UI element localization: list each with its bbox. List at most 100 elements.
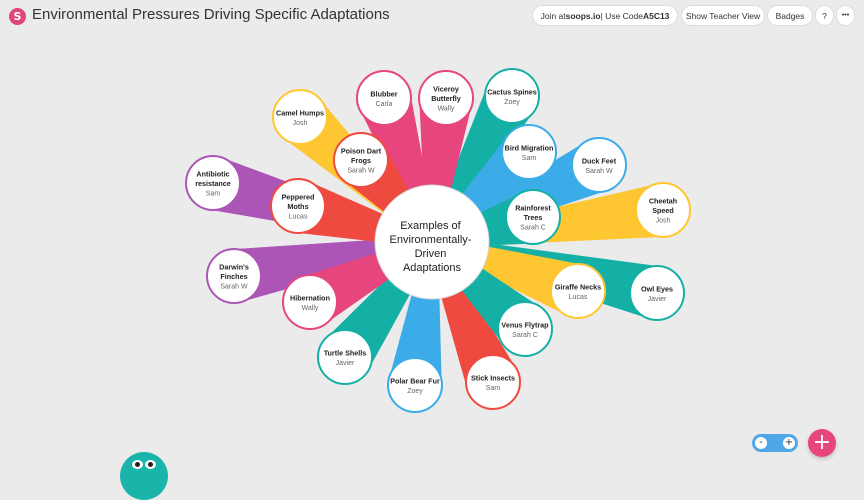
node-title: Rainforest [515, 204, 551, 213]
node-author: Sarah W [585, 168, 613, 175]
join-code: A5C13 [642, 10, 670, 21]
page-title: Environmental Pressures Driving Specific… [32, 6, 390, 23]
node-title: Cheetah [649, 197, 677, 206]
node-title: Venus Flytrap [501, 320, 549, 329]
join-code-pill[interactable]: Join at soops.io | Use Code A5C13 [533, 6, 677, 25]
node-author: Josh [656, 218, 671, 225]
node-circle [571, 137, 627, 193]
app-logo[interactable]: S [9, 8, 26, 25]
node-author: Sam [522, 155, 537, 162]
mind-map-canvas: Camel HumpsJoshBlubberCarlaViceroyButter… [185, 68, 691, 413]
node-title: Owl Eyes [641, 284, 673, 293]
node-circle [629, 265, 685, 321]
node-circle [635, 182, 691, 238]
node-author: Sarah W [220, 284, 248, 291]
node-circle [505, 189, 561, 245]
node-title: Giraffe Necks [555, 282, 601, 291]
node-author: Javier [336, 360, 355, 367]
node-title: Moths [287, 202, 308, 211]
node-circle [185, 155, 241, 211]
node-author: Sam [486, 385, 501, 392]
zoom-in-button[interactable]: + [783, 437, 795, 449]
mascot-left-eye [132, 460, 143, 469]
node-title: Blubber [370, 89, 397, 98]
node-author: Josh [293, 120, 308, 127]
join-prefix: Join at [540, 10, 566, 21]
join-site: soops.io [565, 10, 601, 21]
node-author: Wally [302, 305, 319, 312]
node-author: Carla [376, 101, 393, 108]
top-bar: S Environmental Pressures Driving Specif… [0, 0, 864, 32]
node-author: Sarah W [347, 168, 375, 175]
zoom-out-button[interactable]: - [755, 437, 767, 449]
node-title: Stick Insects [471, 373, 515, 382]
node-circle [333, 132, 389, 188]
node-author: Zoey [407, 388, 423, 395]
node-author: Zoey [504, 99, 520, 106]
add-node-button[interactable]: + [808, 429, 836, 457]
node-author: Wally [438, 106, 455, 113]
node-title: Peppered [282, 193, 315, 202]
mascot-right-eye [145, 460, 156, 469]
mascot-icon[interactable] [120, 452, 168, 500]
node-author: Lucas [289, 214, 308, 221]
node-circle [387, 357, 443, 413]
node-title: Duck Feet [582, 156, 617, 165]
node-title: resistance [195, 179, 231, 188]
node-circle [418, 70, 474, 126]
node-title: Hibernation [290, 293, 330, 302]
node-title: Poison Dart [341, 147, 382, 156]
node-title: Bird Migration [505, 143, 554, 152]
node-title: Viceroy [433, 85, 459, 94]
badges-button[interactable]: Badges [768, 6, 812, 25]
node-author: Sam [206, 191, 221, 198]
node-author: Lucas [569, 294, 588, 301]
node-title: Polar Bear Fur [390, 376, 440, 385]
node-title: Speed [652, 206, 674, 215]
node-circle [282, 274, 338, 330]
node-title: Trees [524, 213, 543, 222]
node-circle [497, 301, 553, 357]
node-circle [317, 329, 373, 385]
join-mid: | Use Code [600, 10, 643, 21]
node-author: Sarah C [520, 225, 546, 232]
zoom-control: - + [752, 434, 798, 452]
more-menu-button[interactable]: ••• [837, 6, 854, 25]
center-node[interactable]: Examples of Environmentally- Driven Adap… [374, 184, 490, 300]
node-circle [356, 70, 412, 126]
center-node-circle [374, 184, 490, 300]
node-circle [484, 68, 540, 124]
node-circle [501, 124, 557, 180]
show-teacher-view-button[interactable]: Show Teacher View [682, 6, 764, 25]
node-title: Butterfly [431, 94, 461, 103]
nodes-layer: Camel HumpsJoshBlubberCarlaViceroyButter… [185, 68, 691, 413]
node-title: Frogs [351, 156, 371, 165]
node-circle [465, 354, 521, 410]
node-title: Darwin's [219, 263, 249, 272]
node-author: Javier [648, 296, 667, 303]
help-button[interactable]: ? [816, 6, 833, 25]
node-author: Sarah C [512, 332, 538, 339]
node-title: Antibiotic [196, 170, 229, 179]
node-title: Turtle Shells [324, 348, 367, 357]
node-circle [272, 89, 328, 145]
